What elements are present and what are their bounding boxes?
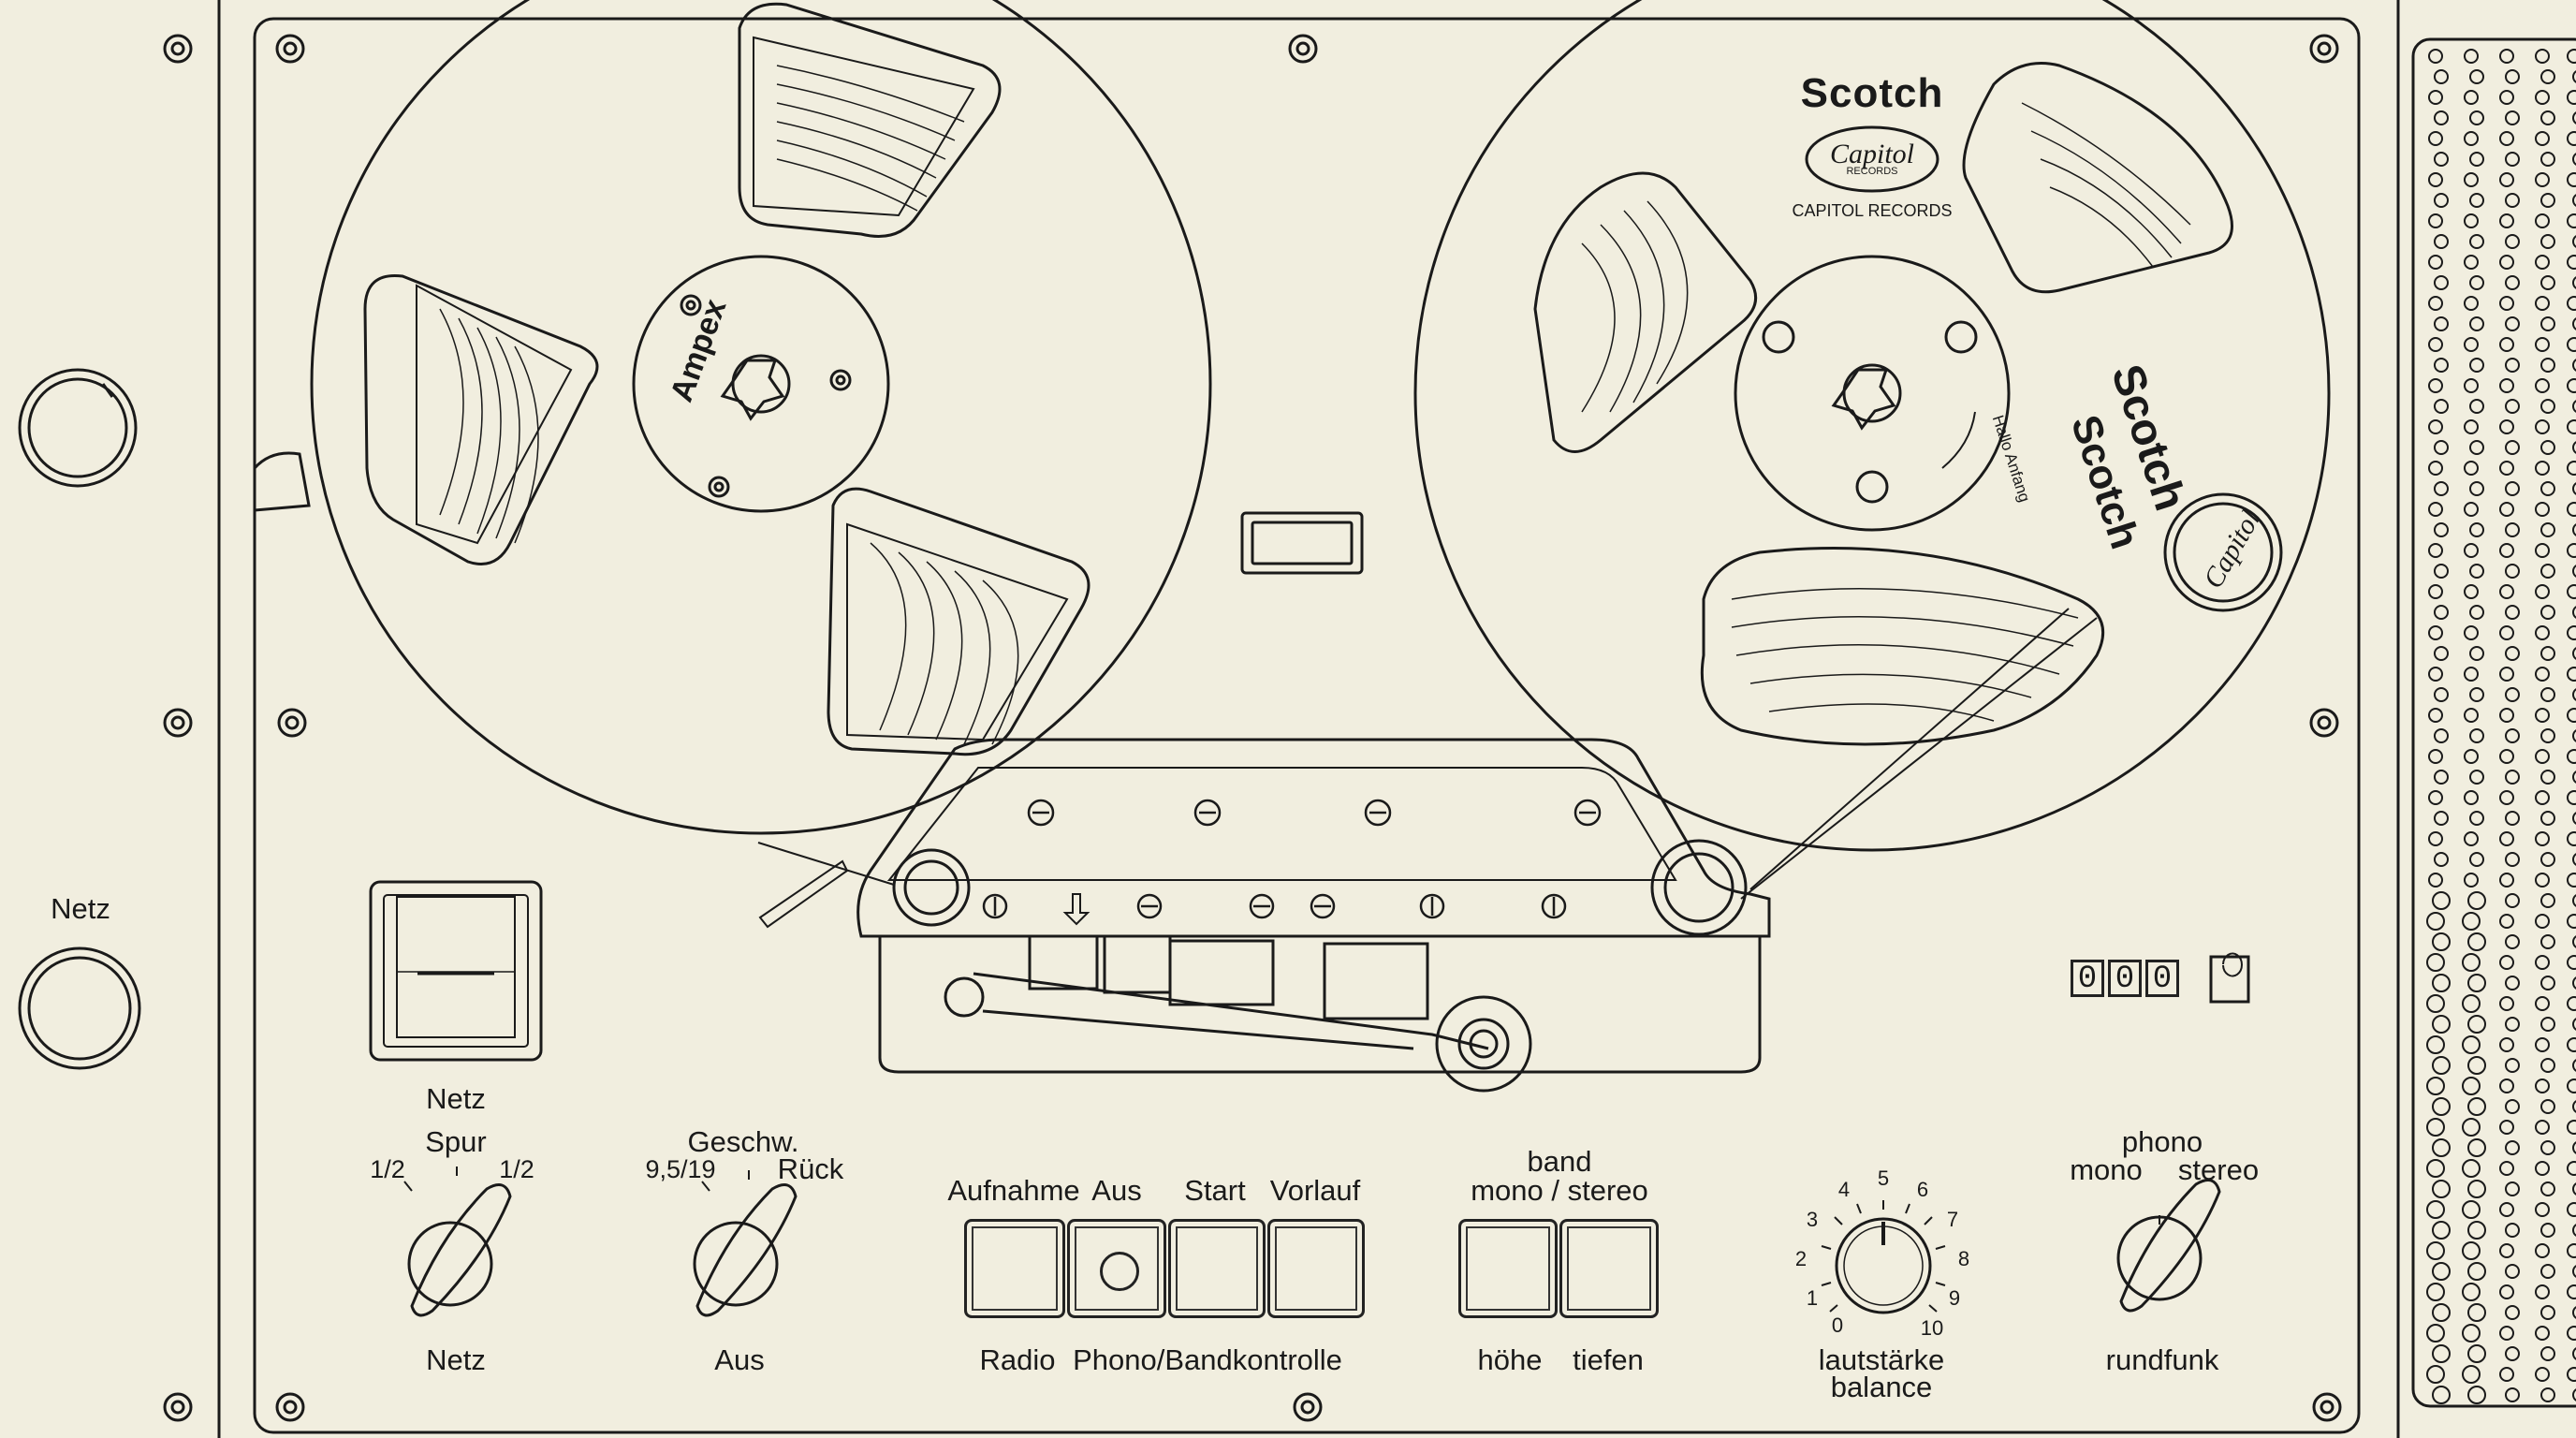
spur-right-label: 1/2 — [499, 1155, 534, 1183]
stop-indicator-icon — [1100, 1252, 1139, 1291]
counter-digit: 0 — [2108, 960, 2142, 997]
power-switch[interactable] — [371, 882, 541, 1060]
counter-reset-button[interactable] — [2211, 957, 2248, 1002]
volume-scale-0: 0 — [1831, 1313, 1844, 1337]
volume-scale-8: 8 — [1957, 1247, 1970, 1270]
capitol-records-line: CAPITOL RECORDS — [1792, 201, 1953, 220]
mode-knob[interactable] — [2115, 1175, 2223, 1315]
stereo-label: stereo — [2177, 1153, 2260, 1186]
balance-label: balance — [1830, 1371, 1933, 1403]
counter-digit: 0 — [2145, 960, 2179, 997]
volume-knob[interactable] — [1837, 1219, 1930, 1313]
rundfunk-label: rundfunk — [2105, 1343, 2219, 1376]
volume-scale-2: 2 — [1794, 1247, 1808, 1270]
speed-right-label: Rück — [777, 1152, 844, 1185]
treble-button[interactable] — [1458, 1219, 1558, 1318]
speed-label: Geschw. — [687, 1125, 799, 1158]
phono-bandkontrolle-label: Phono/Bandkontrolle — [1073, 1343, 1342, 1376]
volume-scale-9: 9 — [1948, 1286, 1961, 1310]
volume-scale-3: 3 — [1806, 1208, 1819, 1231]
spur-knob[interactable] — [407, 1180, 510, 1320]
radio-label: Radio — [979, 1343, 1056, 1376]
spur-label: Spur — [425, 1125, 487, 1158]
spur-bottom-label: Netz — [426, 1343, 486, 1376]
stop-button[interactable] — [1067, 1219, 1166, 1318]
fast-forward-button[interactable] — [1267, 1219, 1365, 1318]
speed-left-label: 9,5/19 — [645, 1155, 716, 1183]
side-knob-top[interactable] — [20, 370, 136, 486]
capitol-logo-text: Capitol — [1829, 139, 1915, 169]
aufnahme-label: Aufnahme — [947, 1174, 1080, 1207]
start-label: Start — [1184, 1174, 1246, 1207]
volume-scale-6: 6 — [1916, 1178, 1929, 1201]
volume-scale-5: 5 — [1877, 1167, 1890, 1190]
band-label: band — [1527, 1145, 1592, 1178]
lautstaerke-label: lautstärke — [1818, 1343, 1945, 1376]
capitol-logo-sub: RECORDS — [1846, 166, 1898, 177]
counter-digit: 0 — [2071, 960, 2104, 997]
aus-label: Aus — [1091, 1174, 1142, 1207]
volume-scale-1: 1 — [1806, 1286, 1819, 1310]
spur-left-label: 1/2 — [370, 1155, 405, 1183]
speed-bottom-label: Aus — [714, 1343, 765, 1376]
volume-scale-7: 7 — [1946, 1208, 1959, 1231]
vorlauf-label: Vorlauf — [1269, 1174, 1361, 1207]
mono-stereo-label: mono / stereo — [1471, 1174, 1648, 1207]
side-power-knob[interactable] — [20, 948, 139, 1068]
tiefen-label: tiefen — [1573, 1343, 1644, 1376]
start-button[interactable] — [1168, 1219, 1266, 1318]
phono-label: phono — [2121, 1125, 2203, 1158]
volume-scale-10: 10 — [1920, 1316, 1944, 1340]
side-netz-label: Netz — [51, 892, 110, 925]
record-button[interactable] — [964, 1219, 1065, 1318]
power-switch-label: Netz — [426, 1082, 486, 1115]
bass-button[interactable] — [1559, 1219, 1659, 1318]
speed-knob[interactable] — [693, 1180, 796, 1320]
side-screws — [163, 34, 193, 1422]
volume-scale-4: 4 — [1837, 1178, 1851, 1201]
mono-label: mono — [2070, 1153, 2143, 1186]
scotch-brand-top: Scotch — [1800, 70, 1944, 116]
hoehe-label: höhe — [1477, 1343, 1543, 1376]
speaker-grille — [2426, 49, 2576, 1404]
tape-counter: 0 0 0 — [2071, 960, 2179, 997]
